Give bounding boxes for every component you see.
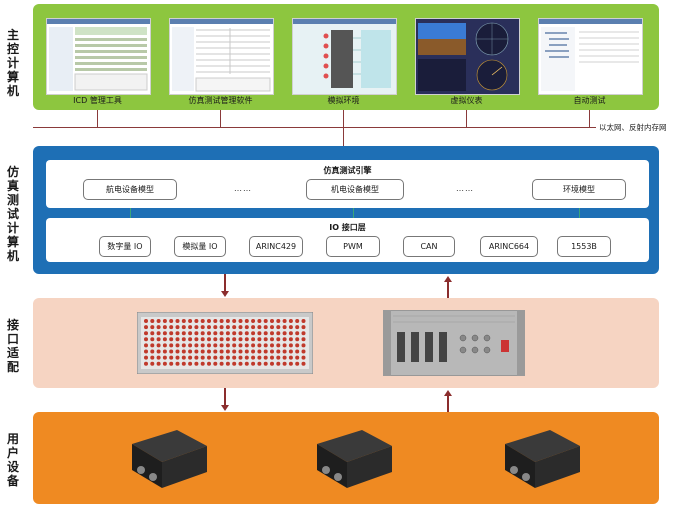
io-layer-panel: IO 接口层 数字量 IO 模拟量 IO ARINC429 PWM CAN AR… bbox=[46, 218, 649, 262]
connector-electromech-io bbox=[353, 208, 354, 218]
auto-test-thumbnail bbox=[541, 27, 639, 91]
io-can-box: CAN bbox=[403, 236, 455, 257]
io-1553b-box: 1553B bbox=[557, 236, 611, 257]
ellipsis-1: …… bbox=[234, 184, 252, 193]
host-app-label-0: ICD 管理工具 bbox=[73, 96, 122, 105]
sim-engine-title: 仿真测试引擎 bbox=[323, 166, 372, 175]
arrow-adapter-to-sim-right bbox=[447, 281, 449, 298]
sim-env-screenshot bbox=[292, 18, 397, 95]
network-bus-line bbox=[33, 127, 596, 128]
connector-avionics-io bbox=[130, 208, 131, 218]
host-app-label-4: 自动测试 bbox=[573, 96, 606, 105]
io-arinc664-box: ARINC664 bbox=[480, 236, 538, 257]
signal-chassis-image bbox=[382, 309, 526, 377]
host-app-label-3: 虚拟仪表 bbox=[450, 96, 483, 105]
io-pwm-box: PWM bbox=[326, 236, 380, 257]
network-drop-0 bbox=[97, 110, 98, 127]
network-drop-1 bbox=[220, 110, 221, 127]
sim-env-thumbnail bbox=[293, 24, 396, 94]
arrow-head-up-right-2 bbox=[444, 390, 452, 396]
interface-adapter-band bbox=[33, 298, 659, 388]
arrow-sim-to-adapter-left bbox=[224, 274, 226, 292]
patch-panel-image bbox=[136, 311, 314, 375]
user-device-1 bbox=[122, 422, 212, 492]
virtual-instrument-screenshot bbox=[415, 18, 520, 95]
layer-label-adapter: 接口适配 bbox=[6, 318, 19, 374]
layer-label-sim: 仿真测试计算机 bbox=[6, 165, 19, 263]
user-device-3 bbox=[495, 422, 585, 492]
user-device-2 bbox=[307, 422, 397, 492]
io-analog-box: 模拟量 IO bbox=[174, 236, 226, 257]
network-drop-4 bbox=[589, 110, 590, 127]
arrow-head-up-right-1 bbox=[444, 276, 452, 282]
connector-environment-io bbox=[579, 208, 580, 218]
arrow-adapter-to-user-left bbox=[224, 388, 226, 406]
arrow-user-to-adapter-right bbox=[447, 395, 449, 412]
network-drop-3 bbox=[466, 110, 467, 127]
ellipsis-2: …… bbox=[456, 184, 474, 193]
environment-model-box: 环境模型 bbox=[532, 179, 626, 200]
layer-label-user: 用户设备 bbox=[6, 432, 19, 488]
io-arinc429-box: ARINC429 bbox=[249, 236, 303, 257]
network-drop-sim bbox=[343, 127, 344, 146]
io-digital-box: 数字量 IO bbox=[99, 236, 151, 257]
sim-mgmt-thumbnail bbox=[172, 27, 271, 92]
host-app-label-2: 模拟环境 bbox=[327, 96, 360, 105]
host-app-label-1: 仿真测试管理软件 bbox=[188, 96, 253, 105]
virtual-instrument-thumbnail bbox=[416, 19, 519, 94]
sim-engine-panel: 仿真测试引擎 航电设备模型 …… 机电设备模型 …… 环境模型 bbox=[46, 160, 649, 208]
sim-mgmt-screenshot bbox=[169, 18, 274, 95]
network-drop-2 bbox=[343, 110, 344, 127]
arrow-head-down-left-2 bbox=[221, 405, 229, 411]
layer-label-host: 主控计算机 bbox=[6, 28, 19, 98]
network-label: 以太网、反射内存网 bbox=[599, 123, 667, 132]
arrow-head-down-left-1 bbox=[221, 291, 229, 297]
icd-tool-screenshot bbox=[46, 18, 151, 95]
io-layer-title: IO 接口层 bbox=[329, 223, 366, 232]
auto-test-screenshot bbox=[538, 18, 643, 95]
avionics-model-box: 航电设备模型 bbox=[83, 179, 177, 200]
electromech-model-box: 机电设备模型 bbox=[306, 179, 404, 200]
icd-tool-thumbnail bbox=[49, 27, 148, 91]
